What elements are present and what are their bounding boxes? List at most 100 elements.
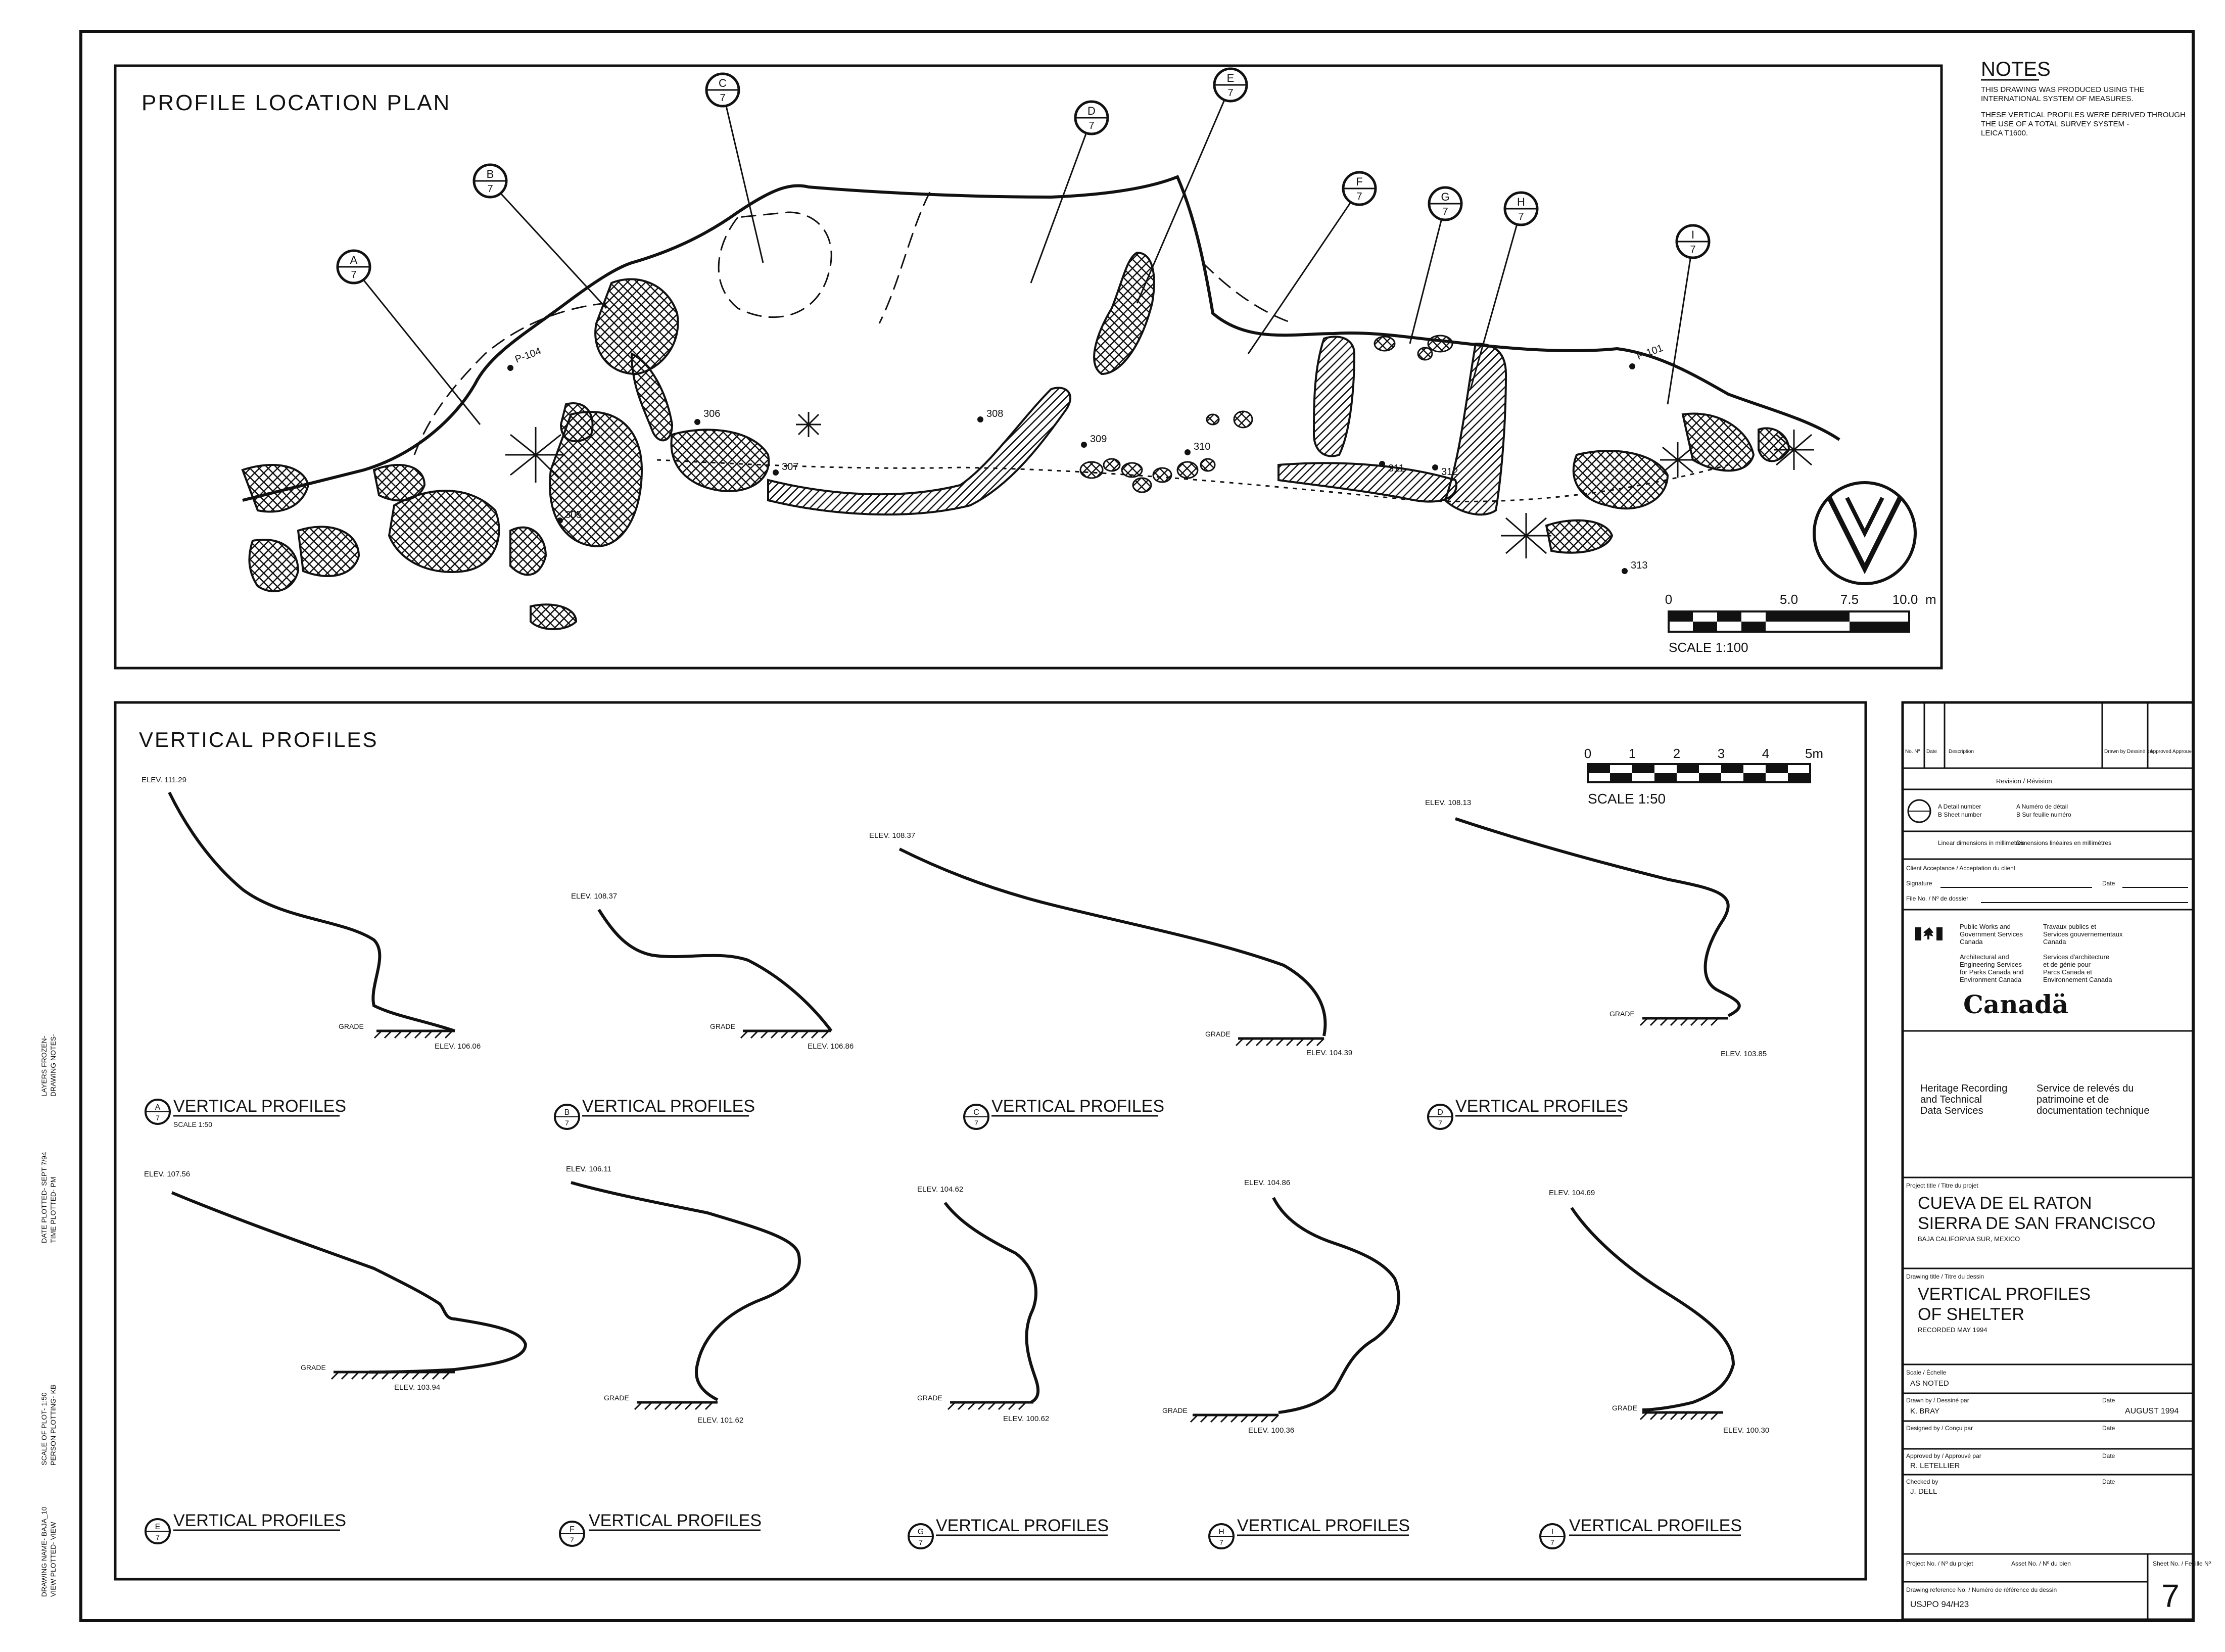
grade-label: GRADE bbox=[301, 1363, 326, 1372]
canada-wordmark: Canadä bbox=[1963, 989, 2068, 1019]
profile-A: ELEV. 111.29 GRADE ELEV. 106.06 A 7 VERT… bbox=[141, 776, 481, 1128]
svg-text:B: B bbox=[564, 1108, 570, 1117]
rock-mass bbox=[1545, 519, 1614, 554]
svg-text:A Numéro de détail: A Numéro de détail bbox=[2016, 803, 2068, 810]
svg-text:Description: Description bbox=[1949, 749, 1974, 754]
section-marker-E[interactable]: E7 bbox=[1213, 67, 1248, 103]
elevation-top: ELEV. 104.62 bbox=[917, 1185, 963, 1194]
svg-text:7: 7 bbox=[1219, 1538, 1223, 1546]
svg-text:7: 7 bbox=[156, 1533, 160, 1541]
grade-label: GRADE bbox=[1162, 1406, 1188, 1414]
profiles-scale-label: SCALE 1:50 bbox=[1588, 791, 1666, 807]
svg-text:Project title / Titre du proje: Project title / Titre du projet bbox=[1906, 1182, 1978, 1189]
svg-text:7: 7 bbox=[1438, 1119, 1442, 1127]
section-markers: A7 B7 C7 D7 E7 F7 G7 H7 I7 bbox=[336, 67, 1711, 425]
section-marker-B[interactable]: B7 bbox=[472, 163, 508, 199]
section-marker-F[interactable]: F7 bbox=[1342, 171, 1377, 206]
plan-title: PROFILE LOCATION PLAN bbox=[141, 90, 451, 115]
rock-ledge bbox=[1312, 336, 1356, 457]
small-rocks bbox=[1079, 335, 1453, 493]
project-title: CUEVA DE EL RATON bbox=[1918, 1194, 2092, 1213]
profiles-frame bbox=[114, 701, 1867, 1581]
svg-text:Linear dimensions in millimetr: Linear dimensions in millimetres bbox=[1938, 839, 2024, 846]
rock-mass bbox=[1572, 450, 1669, 510]
svg-text:7: 7 bbox=[1518, 211, 1524, 222]
profile-caption: VERTICAL PROFILES bbox=[173, 1097, 346, 1116]
svg-text:Date: Date bbox=[2102, 1397, 2115, 1404]
profile-caption: VERTICAL PROFILES bbox=[589, 1511, 762, 1530]
survey-point-label: 307 bbox=[782, 461, 798, 473]
profile-curve bbox=[168, 791, 455, 1032]
svg-text:2: 2 bbox=[1673, 746, 1680, 761]
elevation-bottom: ELEV. 100.30 bbox=[1723, 1426, 1769, 1435]
svg-text:Date: Date bbox=[1926, 749, 1937, 754]
svg-text:I: I bbox=[1551, 1528, 1553, 1536]
section-marker-G[interactable]: G7 bbox=[1428, 186, 1463, 221]
svg-text:Date: Date bbox=[2102, 1425, 2115, 1432]
svg-text:Approved by / Approuvé par: Approved by / Approuvé par bbox=[1906, 1452, 1981, 1459]
svg-text:Government Services: Government Services bbox=[1960, 930, 2023, 938]
svg-text:AUGUST 1994: AUGUST 1994 bbox=[2125, 1407, 2179, 1415]
rock-ledge bbox=[1444, 342, 1507, 516]
svg-text:A Detail number: A Detail number bbox=[1938, 803, 1981, 810]
survey-point-label: 308 bbox=[986, 408, 1003, 419]
svg-text:10.0: 10.0 bbox=[1892, 592, 1918, 607]
rock-mass bbox=[372, 464, 426, 502]
profile-caption: VERTICAL PROFILES bbox=[991, 1097, 1164, 1116]
svg-text:File No. / Nº de dossier: File No. / Nº de dossier bbox=[1906, 895, 1968, 902]
elevation-top: ELEV. 107.56 bbox=[144, 1170, 190, 1178]
svg-text:Approved Approuvé: Approved Approuvé bbox=[2150, 749, 2194, 754]
svg-text:Services d'architecture: Services d'architecture bbox=[2043, 953, 2109, 961]
section-marker-A[interactable]: A7 bbox=[336, 249, 371, 285]
profile-caption: VERTICAL PROFILES bbox=[582, 1097, 755, 1116]
elevation-bottom: ELEV. 101.62 bbox=[697, 1416, 743, 1425]
elevation-top: ELEV. 111.29 bbox=[141, 776, 186, 784]
svg-text:Architectural and: Architectural and bbox=[1960, 953, 2009, 961]
svg-text:Drawn by Dessiné par: Drawn by Dessiné par bbox=[2104, 749, 2154, 754]
svg-text:Client Acceptance / Acceptatio: Client Acceptance / Acceptation du clien… bbox=[1906, 865, 2016, 872]
section-marker-D[interactable]: D7 bbox=[1074, 100, 1109, 135]
svg-text:Heritage Recording: Heritage Recording bbox=[1920, 1083, 2007, 1094]
svg-text:Drawing title / Titre du dessi: Drawing title / Titre du dessin bbox=[1906, 1273, 1984, 1280]
dashed-area-1 bbox=[718, 211, 832, 318]
svg-text:7: 7 bbox=[487, 183, 493, 195]
notes-block: NOTES THIS DRAWING WAS PRODUCED USING TH… bbox=[1981, 58, 2186, 137]
svg-text:7: 7 bbox=[1442, 206, 1448, 217]
profile-caption: VERTICAL PROFILES bbox=[1569, 1516, 1742, 1535]
svg-text:5m: 5m bbox=[1805, 746, 1823, 761]
survey-point-label: 310 bbox=[1194, 441, 1210, 452]
profile-H: ELEV. 104.86 GRADE ELEV. 100.36 H 7 VERT… bbox=[1162, 1178, 1410, 1549]
svg-text:H: H bbox=[1517, 196, 1525, 208]
section-marker-C[interactable]: C7 bbox=[705, 72, 740, 108]
vegetation bbox=[505, 412, 1814, 558]
profile-curve bbox=[898, 847, 1327, 1036]
svg-text:Drawing reference No. / Numéro: Drawing reference No. / Numéro de référe… bbox=[1906, 1586, 2057, 1593]
section-marker-H[interactable]: H7 bbox=[1503, 191, 1539, 226]
profile-caption: VERTICAL PROFILES bbox=[1237, 1516, 1410, 1535]
title-block: No. Nº Date Description Drawn by Dessiné… bbox=[1901, 701, 2211, 1621]
svg-text:7: 7 bbox=[1356, 191, 1362, 202]
svg-text:Date: Date bbox=[2102, 880, 2115, 887]
svg-text:and Technical: and Technical bbox=[1920, 1094, 1982, 1105]
section-marker-I[interactable]: I7 bbox=[1675, 224, 1711, 259]
svg-text:SCALE OF PLOT- 1:50: SCALE OF PLOT- 1:50 bbox=[40, 1392, 48, 1466]
profiles-scale-bar: 0 1 2 3 4 5m SCALE 1:50 bbox=[1584, 746, 1823, 807]
elevation-bottom: ELEV. 104.39 bbox=[1306, 1049, 1352, 1057]
profile-E: ELEV. 107.56 GRADE ELEV. 103.94 E 7 VERT… bbox=[144, 1170, 528, 1544]
rock-mass bbox=[248, 539, 300, 592]
elevation-bottom: ELEV. 100.62 bbox=[1003, 1414, 1049, 1423]
plan-scale-bar: 0 5.0 7.5 10.0 m SCALE 1:100 bbox=[1665, 592, 1936, 655]
grade-label: GRADE bbox=[710, 1022, 735, 1030]
rock-ledge bbox=[767, 387, 1072, 516]
svg-text:E: E bbox=[155, 1523, 161, 1531]
svg-text:AS NOTED: AS NOTED bbox=[1910, 1379, 1949, 1388]
grade-label: GRADE bbox=[339, 1022, 364, 1030]
north-arrow-icon bbox=[1813, 481, 1917, 585]
note-line: THE USE OF A TOTAL SURVEY SYSTEM - bbox=[1981, 120, 2129, 128]
grade-label: GRADE bbox=[604, 1394, 629, 1402]
svg-text:C: C bbox=[719, 77, 727, 89]
svg-text:A: A bbox=[350, 254, 358, 266]
profile-caption-scale: SCALE 1:50 bbox=[173, 1120, 212, 1128]
profile-curve bbox=[943, 1202, 1040, 1404]
drawing-reference: USJPO 94/H23 bbox=[1910, 1599, 1969, 1609]
